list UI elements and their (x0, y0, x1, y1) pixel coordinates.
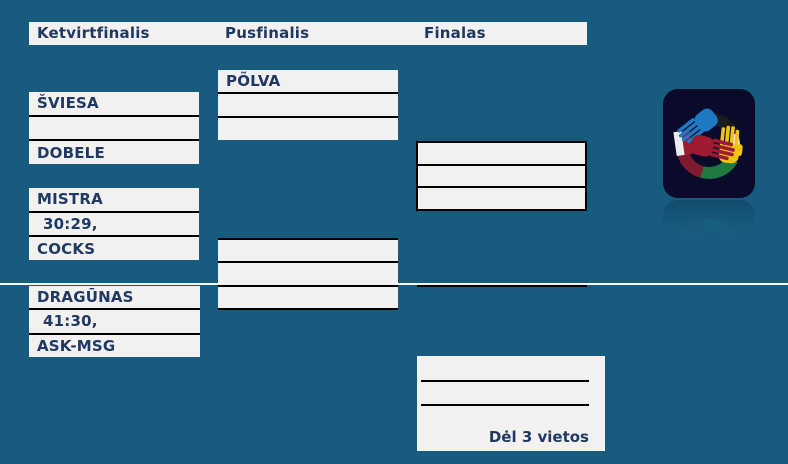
third-place-box: Dėl 3 vietos (417, 356, 605, 451)
logo-reflection (663, 200, 755, 238)
team-cell: ASK-MSG (29, 332, 200, 357)
hands-circle-logo-svg (663, 89, 755, 198)
score-cell (218, 92, 398, 116)
quarterfinal-2-box: MISTRA 30:29, COCKS (29, 188, 199, 260)
blank-team-line (421, 404, 589, 406)
score-cell (218, 261, 398, 284)
team-cell (418, 186, 585, 209)
team-cell: MISTRA (37, 190, 103, 209)
reflection-fade (663, 200, 755, 238)
hands-circle-logo (663, 89, 755, 198)
team-cell: PÕLVA (226, 72, 281, 90)
score-cell: 41:30, (29, 308, 200, 332)
finals-column-underline (417, 285, 587, 287)
quarterfinal-3-box: DRAGŪNAS 41:30, ASK-MSG (29, 286, 200, 357)
finals-header: Finalas (424, 24, 486, 42)
blank-team-line (421, 380, 589, 382)
team-cell (218, 240, 398, 261)
team-cell (218, 116, 398, 140)
final-box (416, 141, 587, 211)
semifinal-1-box: PÕLVA (218, 70, 398, 140)
quarterfinal-1-box: ŠVIESA DOBELE (29, 92, 199, 164)
semifinals-header: Pusfinalis (225, 24, 310, 42)
score-cell: 30:29, (29, 210, 199, 236)
round-header-bar: Ketvirtfinalis Pusfinalis Finalas (29, 22, 587, 45)
third-place-label: Dėl 3 vietos (488, 428, 589, 446)
team-cell: ŠVIESA (37, 94, 99, 113)
team-cell: COCKS (29, 235, 199, 260)
team-cell: DOBELE (29, 139, 199, 164)
semifinal-2-box (218, 238, 398, 310)
score-cell (418, 163, 585, 187)
quarterfinals-header: Ketvirtfinalis (37, 24, 150, 42)
team-cell: DRAGŪNAS (37, 288, 134, 307)
score-cell (29, 114, 199, 140)
team-cell (218, 284, 398, 308)
team-cell (418, 143, 585, 164)
